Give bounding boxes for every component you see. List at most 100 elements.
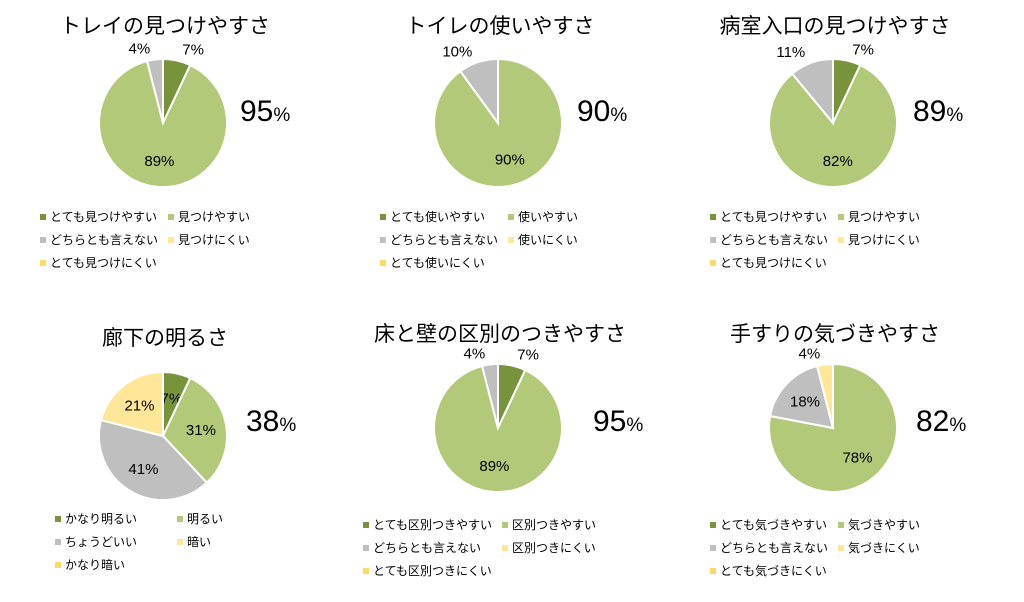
legend-swatch [363,567,369,574]
legend-swatch [508,213,515,220]
data-label: 89% [479,458,509,475]
legend-swatch [502,544,509,551]
legend-item: 見つけやすい [168,208,250,225]
legend-swatch [380,259,386,266]
legend-swatch [177,538,184,545]
summary-value: 90 [577,95,611,128]
legend-item: どちらとも言えない [710,231,828,248]
pie-slice [98,59,228,188]
legend-label: とても見つけにくい [720,256,827,270]
summary-percent: 95% [593,405,643,439]
pie-slice [790,57,834,126]
summary-unit: % [946,105,964,126]
legend-swatch [177,515,184,522]
legend-swatch [710,567,716,574]
legend-swatch [55,561,61,568]
pie-slice [815,362,834,429]
legend-item: 見つけにくい [168,231,250,248]
legend-label: とても見つけやすい [720,210,828,224]
legend-swatch [40,259,46,266]
legend-item: 見つけやすい [838,208,920,225]
legend-label: どちらとも言えない [720,541,829,555]
legend-swatch [502,521,509,528]
legend-swatch [168,236,175,243]
legend-item: 使いやすい [508,208,578,225]
pie-slice [768,63,898,188]
legend: とても見つけやすい見つけやすいどちらとも言えない見つけにくいとても見つけにくい [40,208,250,271]
legend-item: どちらとも言えない [40,231,158,248]
summary-percent: 90% [577,95,627,129]
legend-swatch [40,236,46,243]
legend-label: 見つけにくい [178,233,250,247]
legend-label: 使いやすい [518,210,579,224]
data-label: 7% [852,42,874,59]
data-label: 7% [182,42,204,59]
legend: とても区別つきやすい区別つきやすいどちらとも言えない区別つきにくいとても区別つき… [363,516,596,579]
legend-item: 明るい [177,510,223,527]
summary-value: 82 [916,405,950,438]
legend-swatch [838,213,845,220]
legend-label: とても使いやすい [390,210,486,224]
summary-percent: 82% [916,405,966,439]
summary-percent: 89% [913,95,963,129]
data-label: 21% [124,398,154,415]
summary-unit: % [626,415,644,436]
legend-label: 見つけやすい [848,210,921,224]
summary-unit: % [279,415,297,436]
data-label: 82% [823,153,853,170]
legend-label: 見つけやすい [178,210,251,224]
legend-item: 使いにくい [508,231,578,248]
summary-value: 89 [913,95,947,128]
data-label: 90% [495,152,525,169]
legend-item: とても見つけにくい [710,254,828,271]
legend-item: とても見つけにくい [40,254,158,271]
legend-item: どちらとも言えない [710,539,828,556]
summary-value: 95 [240,95,274,128]
chart-title: トレイの見つけやすさ [60,15,270,38]
data-label: 11% [776,44,805,61]
data-label: 89% [144,153,174,170]
data-label: 4% [464,346,486,363]
pie-slice [458,57,499,127]
legend-label: とても使いにくい [390,256,485,270]
legend-label: どちらとも言えない [373,541,482,555]
data-label: 10% [442,43,472,60]
legend-item: 見つけにくい [838,231,920,248]
legend-label: とても気づきにくい [720,564,827,578]
legend-label: とても区別つきにくい [373,564,492,578]
legend-item: とても区別つきやすい [363,516,492,533]
data-label: 4% [129,41,151,58]
legend-swatch [710,544,716,551]
legend-swatch [710,521,716,528]
pie-slice [99,370,164,438]
legend-label: 使いにくい [518,233,578,247]
legend-item: とても見つけやすい [710,208,828,225]
legend-label: とても区別つきやすい [373,518,493,532]
pie-slice [480,362,499,429]
legend-label: ちょうどいい [65,535,138,549]
legend: とても気づきやすい気づきやすいどちらとも言えない気づきにくいとても気づきにくい [710,516,920,579]
pie-slice [433,364,563,493]
summary-value: 38 [246,405,280,438]
legend-item: どちらとも言えない [363,539,492,556]
summary-unit: % [273,105,291,126]
legend-label: どちらとも言えない [390,233,499,247]
pie-slice [98,418,209,501]
legend-swatch [40,213,46,220]
legend-swatch [710,236,716,243]
legend-item: とても気づきにくい [710,562,828,579]
chart-title: 手すりの気づきやすさ [730,323,940,346]
legend-item: 気づきにくい [838,539,920,556]
data-label: 7% [161,391,183,408]
legend-item: 気づきやすい [838,516,920,533]
data-label: 31% [186,422,216,439]
summary-percent: 95% [240,95,290,129]
legend-swatch [168,213,175,220]
legend-swatch [838,521,845,528]
legend-label: とても気づきやすい [720,518,828,532]
legend-swatch [508,236,515,243]
summary-unit: % [610,105,628,126]
legend-swatch [838,236,845,243]
